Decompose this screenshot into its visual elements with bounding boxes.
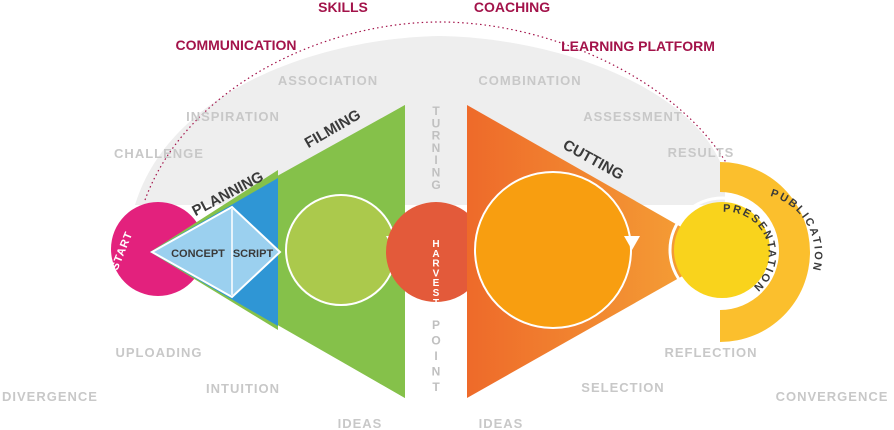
- label-ideas-right: IDEAS: [479, 416, 524, 430]
- point-letter: T: [432, 380, 440, 394]
- turning-letter: N: [432, 141, 441, 155]
- label-divergence: DIVERGENCE: [2, 389, 98, 404]
- harvest-letter: A: [432, 249, 439, 260]
- label-reflection: REFLECTION: [664, 345, 757, 360]
- presentation-circle: [674, 202, 770, 298]
- label-selection: SELECTION: [581, 380, 664, 395]
- label-ideas-left: IDEAS: [338, 416, 383, 430]
- label-script: SCRIPT: [233, 248, 274, 260]
- presentation-ring-stroke: [668, 196, 776, 304]
- point-letter: O: [431, 334, 440, 348]
- harvest-letter: R: [432, 259, 440, 270]
- label-intuition: INTUITION: [206, 381, 280, 396]
- cutting-cycle-arrow: [624, 236, 640, 250]
- turning-letter: U: [432, 116, 441, 130]
- label-assessment: ASSESSMENT: [583, 109, 683, 124]
- label-communication: COMMUNICATION: [175, 37, 296, 53]
- label-coaching: COACHING: [474, 0, 550, 15]
- label-concept: CONCEPT: [171, 248, 225, 260]
- label-learning-platform: LEARNING PLATFORM: [561, 38, 715, 54]
- point-letter: N: [432, 365, 441, 379]
- point-letter: I: [434, 349, 437, 363]
- dotted-arc-line: [144, 21, 741, 201]
- turning-letter: R: [432, 129, 441, 143]
- label-challenge: CHALLENGE: [114, 146, 204, 161]
- label-uploading: UPLOADING: [116, 345, 203, 360]
- label-skills: SKILLS: [318, 0, 368, 15]
- turning-letter: G: [431, 178, 440, 192]
- publication-ring: [720, 162, 810, 342]
- harvest-letter: S: [433, 288, 440, 299]
- harvest-circle: [386, 202, 486, 302]
- harvest-letter: E: [433, 278, 440, 289]
- harvest-letter: V: [433, 268, 440, 279]
- turning-letter: N: [432, 166, 441, 180]
- filming-cycle-circle: [285, 194, 397, 306]
- label-inspiration: INSPIRATION: [186, 109, 280, 124]
- label-convergence: CONVERGENCE: [776, 389, 889, 404]
- turning-letter: T: [432, 104, 440, 118]
- point-letter: P: [432, 318, 440, 332]
- cutting-cycle-circle: [474, 171, 632, 329]
- harvest-letter: H: [432, 239, 439, 250]
- concept-diamond: [149, 205, 282, 299]
- label-combination: COMBINATION: [478, 73, 581, 88]
- harvest-letter: T: [433, 298, 439, 309]
- background-arc: [135, 36, 725, 205]
- label-association: ASSOCIATION: [278, 73, 378, 88]
- label-results: RESULTS: [668, 145, 735, 160]
- turning-letter: I: [434, 153, 437, 167]
